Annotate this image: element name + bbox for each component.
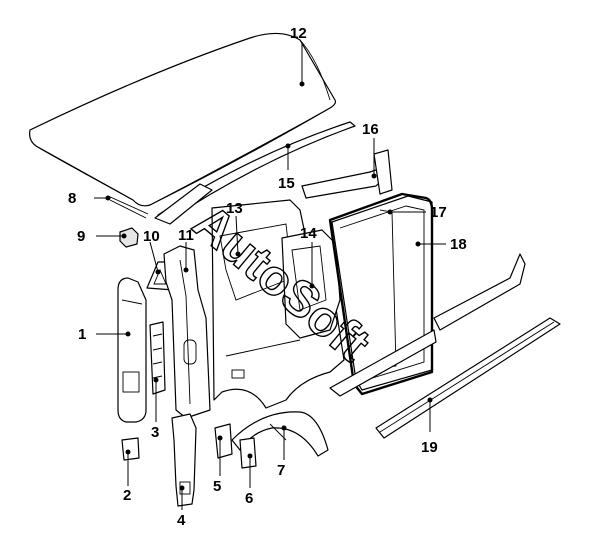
callout-9: 9: [77, 228, 85, 245]
callout-5: 5: [213, 478, 221, 495]
callout-15: 15: [278, 175, 295, 192]
part-18-door-seal: [328, 192, 434, 396]
leader-lines: [94, 42, 446, 510]
callout-17: 17: [430, 204, 447, 221]
part-7-wheel-arch: [231, 411, 329, 457]
part-1-pillar-panel: [117, 277, 147, 423]
callout-1: 1: [78, 326, 86, 343]
part-5-bracket: [214, 423, 233, 459]
callout-16: 16: [362, 121, 379, 138]
callout-3: 3: [151, 424, 159, 441]
callout-4: 4: [177, 512, 186, 529]
callout-8: 8: [68, 190, 76, 207]
callout-12: 12: [290, 25, 307, 42]
part-6-bracket: [239, 437, 257, 469]
callout-13: 13: [226, 200, 243, 217]
part-11-b-pillar: [163, 245, 211, 419]
part-15-roof-rail: [154, 121, 356, 225]
part-3-strip: [149, 321, 166, 395]
callout-10: 10: [143, 228, 160, 245]
part-4-lower-reinforcement: [171, 413, 197, 507]
part-8-clip: [107, 195, 149, 219]
part-2-plate: [121, 437, 140, 461]
callout-18: 18: [450, 236, 467, 253]
part-9-bracket: [119, 227, 139, 248]
part-12-roof-panel: [29, 32, 337, 207]
callout-7: 7: [277, 462, 285, 479]
callout-labels: 12 15 8 9 10 11 13 14 16 17 18 1 3 2 4 5…: [68, 25, 467, 529]
callout-2: 2: [123, 487, 131, 504]
rocker-panel: [329, 253, 526, 397]
callout-6: 6: [245, 490, 253, 507]
part-16-upper-frame: [301, 149, 393, 199]
part-19-sill-strip: [375, 317, 561, 439]
callout-11: 11: [178, 227, 194, 244]
callout-14: 14: [300, 225, 317, 242]
callout-19: 19: [421, 439, 438, 456]
